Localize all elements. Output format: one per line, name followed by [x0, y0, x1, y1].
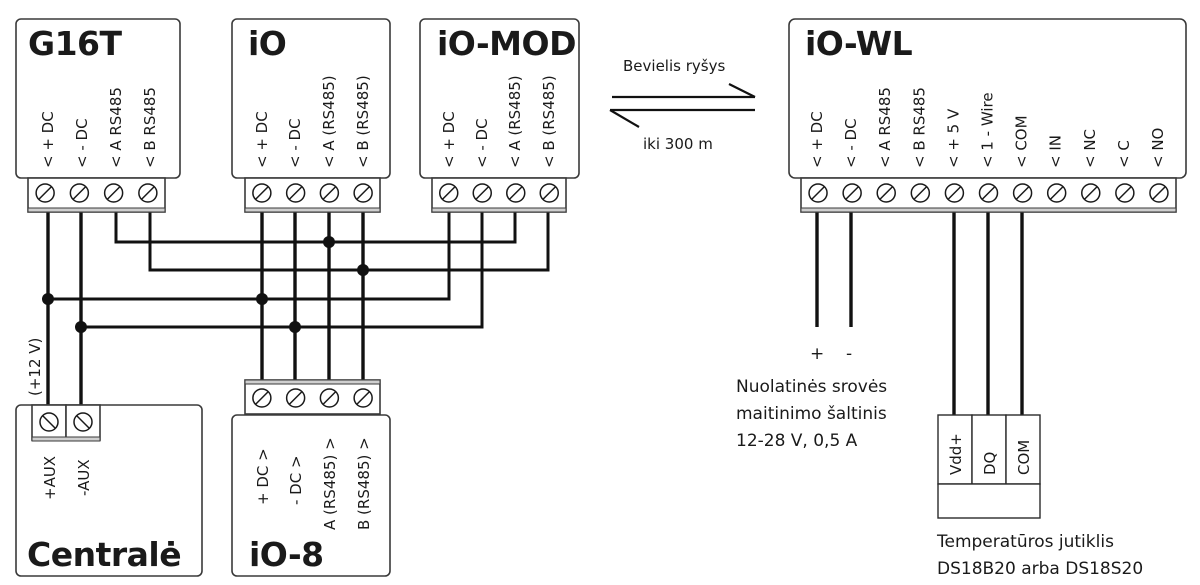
arrow-left-head — [609, 109, 640, 128]
power-line: 12-28 V, 0,5 A — [736, 431, 858, 451]
pin-label: < A (RS485) — [320, 75, 338, 168]
pin-label: < + DC — [808, 111, 826, 168]
pin-label: < + DC — [253, 111, 271, 168]
module-title: iO-WL — [805, 24, 913, 63]
pin-label: +AUX — [41, 456, 59, 500]
pin-label: -AUX — [75, 459, 93, 496]
pin-label: < B (RS485) — [540, 75, 558, 168]
terminal-block — [244, 177, 381, 213]
pin-label: < 1 - Wire — [979, 92, 997, 168]
wire-plus-dc-bus — [48, 212, 451, 301]
junction-dot — [75, 321, 87, 333]
pin-label: < - DC — [473, 118, 491, 168]
pin-label: < - DC — [842, 118, 860, 168]
terminal-block — [431, 177, 567, 213]
power-line: maitinimo šaltinis — [736, 404, 887, 424]
wireless-range: iki 300 m — [643, 135, 713, 153]
arrow-right-head — [728, 83, 756, 98]
pin-label: < B RS485 — [141, 87, 159, 168]
module-io-mod: iO-MOD < + DC < - DC < A (RS485) < B (RS… — [419, 18, 580, 213]
pin-labels: < + DC < - DC < A RS485 < B RS485 < + 5 V < 1… — [808, 87, 1167, 168]
sensor-body — [937, 483, 1041, 519]
pin-label: < + DC — [440, 111, 458, 168]
pin-label: + DC > — [254, 448, 272, 505]
pin-label: < B RS485 — [910, 87, 928, 168]
pin-label: < - DC — [286, 118, 304, 168]
pin-label: < A RS485 — [107, 87, 125, 168]
wires — [46, 212, 1024, 415]
terminal-block — [244, 379, 381, 415]
module-io: iO < + DC < - DC < A (RS485) < B (RS485) — [231, 18, 391, 213]
pin-label: < A (RS485) — [506, 75, 524, 168]
pin-label: < + 5 V — [944, 108, 962, 168]
wire-minus-dc-bus — [81, 212, 484, 329]
voltage-note: (+12 V) — [26, 338, 44, 396]
module-io-8: + DC > - DC > A (RS485) > B (RS485) > iO… — [231, 379, 391, 577]
module-centrale: (+12 V) +AUX -AUX Centralė — [15, 338, 203, 577]
sensor-caption: DS18B20 arba DS18S20 — [937, 559, 1143, 579]
module-title: iO-8 — [249, 535, 324, 574]
sensor-pin-label: Vdd+ — [947, 433, 965, 475]
sensor-caption: Temperatūros jutiklis — [936, 532, 1114, 552]
pin-label: < - DC — [73, 118, 91, 168]
module-box — [15, 404, 203, 577]
junctions — [42, 236, 369, 333]
module-title: iO — [248, 24, 286, 63]
temperature-sensor: Vdd+ DQ COM Temperatūros jutiklis DS18B2… — [936, 414, 1143, 579]
module-title: iO-MOD — [437, 24, 576, 63]
sensor-pin-box — [1005, 414, 1041, 485]
sensor-pin-label: COM — [1015, 440, 1033, 475]
power-line: Nuolatinės srovės — [736, 377, 887, 397]
terminal-block — [27, 177, 166, 213]
pin-labels: < + DC < - DC < A (RS485) < B (RS485) — [253, 75, 372, 168]
wire-g16t-b-rs485 — [148, 212, 550, 272]
pin-label: < NO — [1149, 128, 1167, 168]
pin-label: < A RS485 — [876, 87, 894, 168]
power-plus: + — [810, 344, 824, 364]
pin-label: < B (RS485) — [354, 75, 372, 168]
pin-label: < C — [1115, 140, 1133, 168]
pin-label: B (RS485) > — [355, 437, 373, 530]
wire-g16t-a-rs485 — [114, 212, 517, 244]
junction-dot — [256, 293, 268, 305]
sensor-pin-label: DQ — [981, 452, 999, 475]
module-io-wl: iO-WL < + DC< - DC< A RS485< B RS485< + … — [788, 18, 1187, 213]
pin-label: < COM — [1013, 115, 1031, 168]
junction-dot — [289, 321, 301, 333]
junction-dot — [323, 236, 335, 248]
pin-labels: < + DC < - DC < A (RS485) < B (RS485) — [440, 75, 558, 168]
terminal-block — [800, 177, 1177, 213]
pin-labels: < + DC < - DC < A RS485 < B RS485 — [39, 87, 159, 168]
pin-label: < + DC — [39, 111, 57, 168]
junction-dot — [357, 264, 369, 276]
module-title: G16T — [28, 24, 123, 63]
wireless-label: Bevielis ryšys — [623, 57, 725, 75]
pin-label: - DC > — [287, 455, 305, 505]
terminal-block — [31, 404, 101, 442]
pin-label: A (RS485) > — [321, 437, 339, 530]
power-minus: - — [846, 344, 852, 364]
junction-dot — [42, 293, 54, 305]
pin-label: < IN — [1047, 135, 1065, 168]
module-g16t: G16T < + DC < - DC < A RS485 < B RS485 — [15, 18, 181, 213]
module-title: Centralė — [27, 535, 181, 574]
power-supply: + - Nuolatinės srovės maitinimo šaltinis… — [736, 344, 887, 451]
pin-label: < NC — [1081, 129, 1099, 168]
module-box — [231, 414, 391, 577]
wireless-link: Bevielis ryšys iki 300 m — [609, 57, 756, 153]
